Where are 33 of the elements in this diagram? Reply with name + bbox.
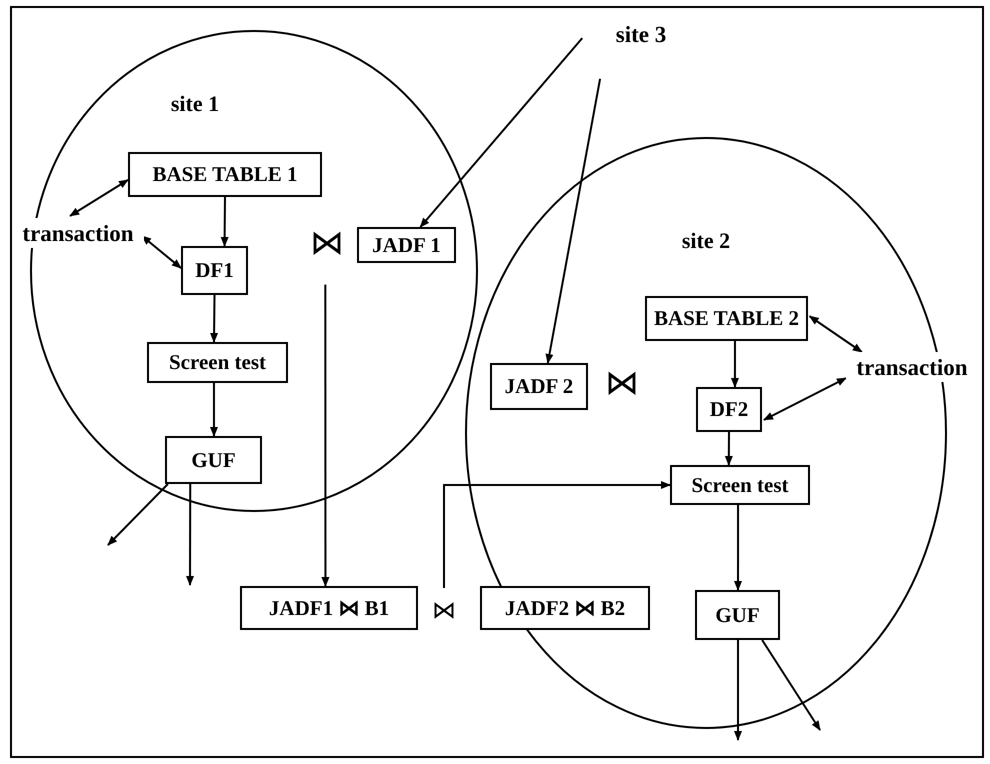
process-box: Screen test xyxy=(147,342,288,383)
arrow xyxy=(210,294,218,343)
arrow xyxy=(69,179,129,217)
process-box: BASE TABLE 1 xyxy=(128,152,322,197)
arrow xyxy=(730,341,739,388)
arrow xyxy=(443,481,671,588)
process-box: JADF1 ⋈ B1 xyxy=(240,586,418,630)
arrow xyxy=(186,484,194,586)
site-title: site 2 xyxy=(682,230,730,252)
process-box: BASE TABLE 2 xyxy=(645,296,808,341)
arrow xyxy=(546,78,602,364)
arrow xyxy=(734,640,742,741)
arrow xyxy=(107,483,169,546)
process-box: Screen test xyxy=(670,465,810,505)
arrow xyxy=(724,432,733,466)
process-box: DF1 xyxy=(181,246,248,295)
arrow xyxy=(210,383,218,437)
arrow xyxy=(763,377,847,421)
process-box: JADF 1 xyxy=(357,227,456,263)
arrow xyxy=(808,315,863,353)
process-box: JADF 2 xyxy=(490,363,588,410)
arrow xyxy=(220,196,229,247)
process-box: DF2 xyxy=(696,387,762,432)
join-symbol: ⋈ xyxy=(309,222,345,264)
process-box: GUF xyxy=(165,436,262,484)
arrow xyxy=(420,38,584,228)
arrow xyxy=(321,284,330,587)
join-symbol: ⋈ xyxy=(604,362,640,405)
arrow xyxy=(734,505,742,591)
join-symbol: ⋈ xyxy=(431,595,457,626)
arrow xyxy=(761,639,821,731)
process-box: GUF xyxy=(695,590,780,640)
site-title: site 1 xyxy=(170,93,220,115)
